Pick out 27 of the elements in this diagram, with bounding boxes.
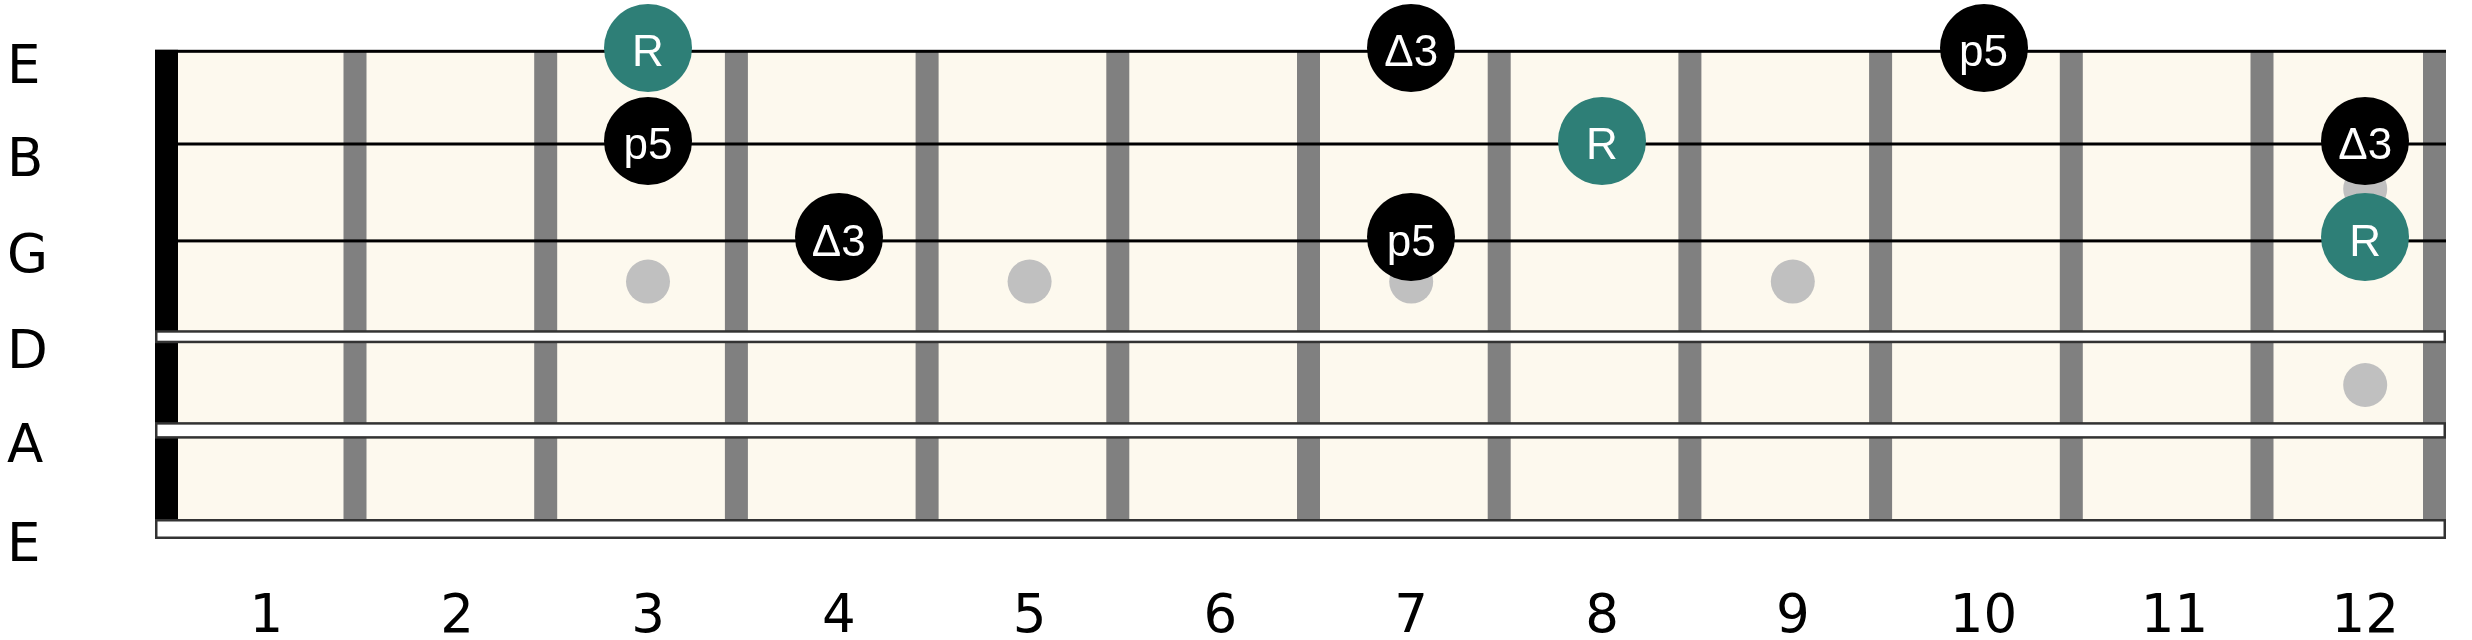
fret-number: 5 — [1012, 586, 1047, 640]
fret-number: 6 — [1203, 586, 1238, 640]
interval-label: p5 — [1959, 29, 2009, 74]
string-name: G — [7, 227, 49, 281]
fret-number: 11 — [2140, 586, 2209, 640]
fret-number: 8 — [1585, 586, 1619, 640]
interval-label: R — [632, 29, 664, 74]
interval-label: Δ3 — [2338, 122, 2393, 166]
string-name: E — [7, 515, 41, 569]
string-name: B — [7, 130, 44, 184]
fret-number: 1 — [249, 586, 284, 640]
string-name: D — [7, 323, 48, 377]
interval-label: Δ3 — [811, 218, 866, 263]
fret-number: 9 — [1775, 586, 1810, 640]
string-name: E — [7, 37, 41, 91]
fret-number: 12 — [2331, 586, 2399, 640]
fret-number: 3 — [631, 586, 665, 640]
interval-label: R — [2349, 218, 2382, 263]
fret-number: 7 — [1394, 586, 1429, 640]
fret-number: 4 — [821, 586, 856, 640]
interval-label: p5 — [623, 122, 673, 166]
fret-number: 2 — [440, 586, 475, 640]
interval-label: Δ3 — [1384, 29, 1439, 74]
string-name: A — [7, 416, 44, 470]
interval-label: R — [1586, 122, 1618, 166]
fret-number: 10 — [1949, 586, 2018, 640]
interval-label: p5 — [1386, 218, 1436, 263]
